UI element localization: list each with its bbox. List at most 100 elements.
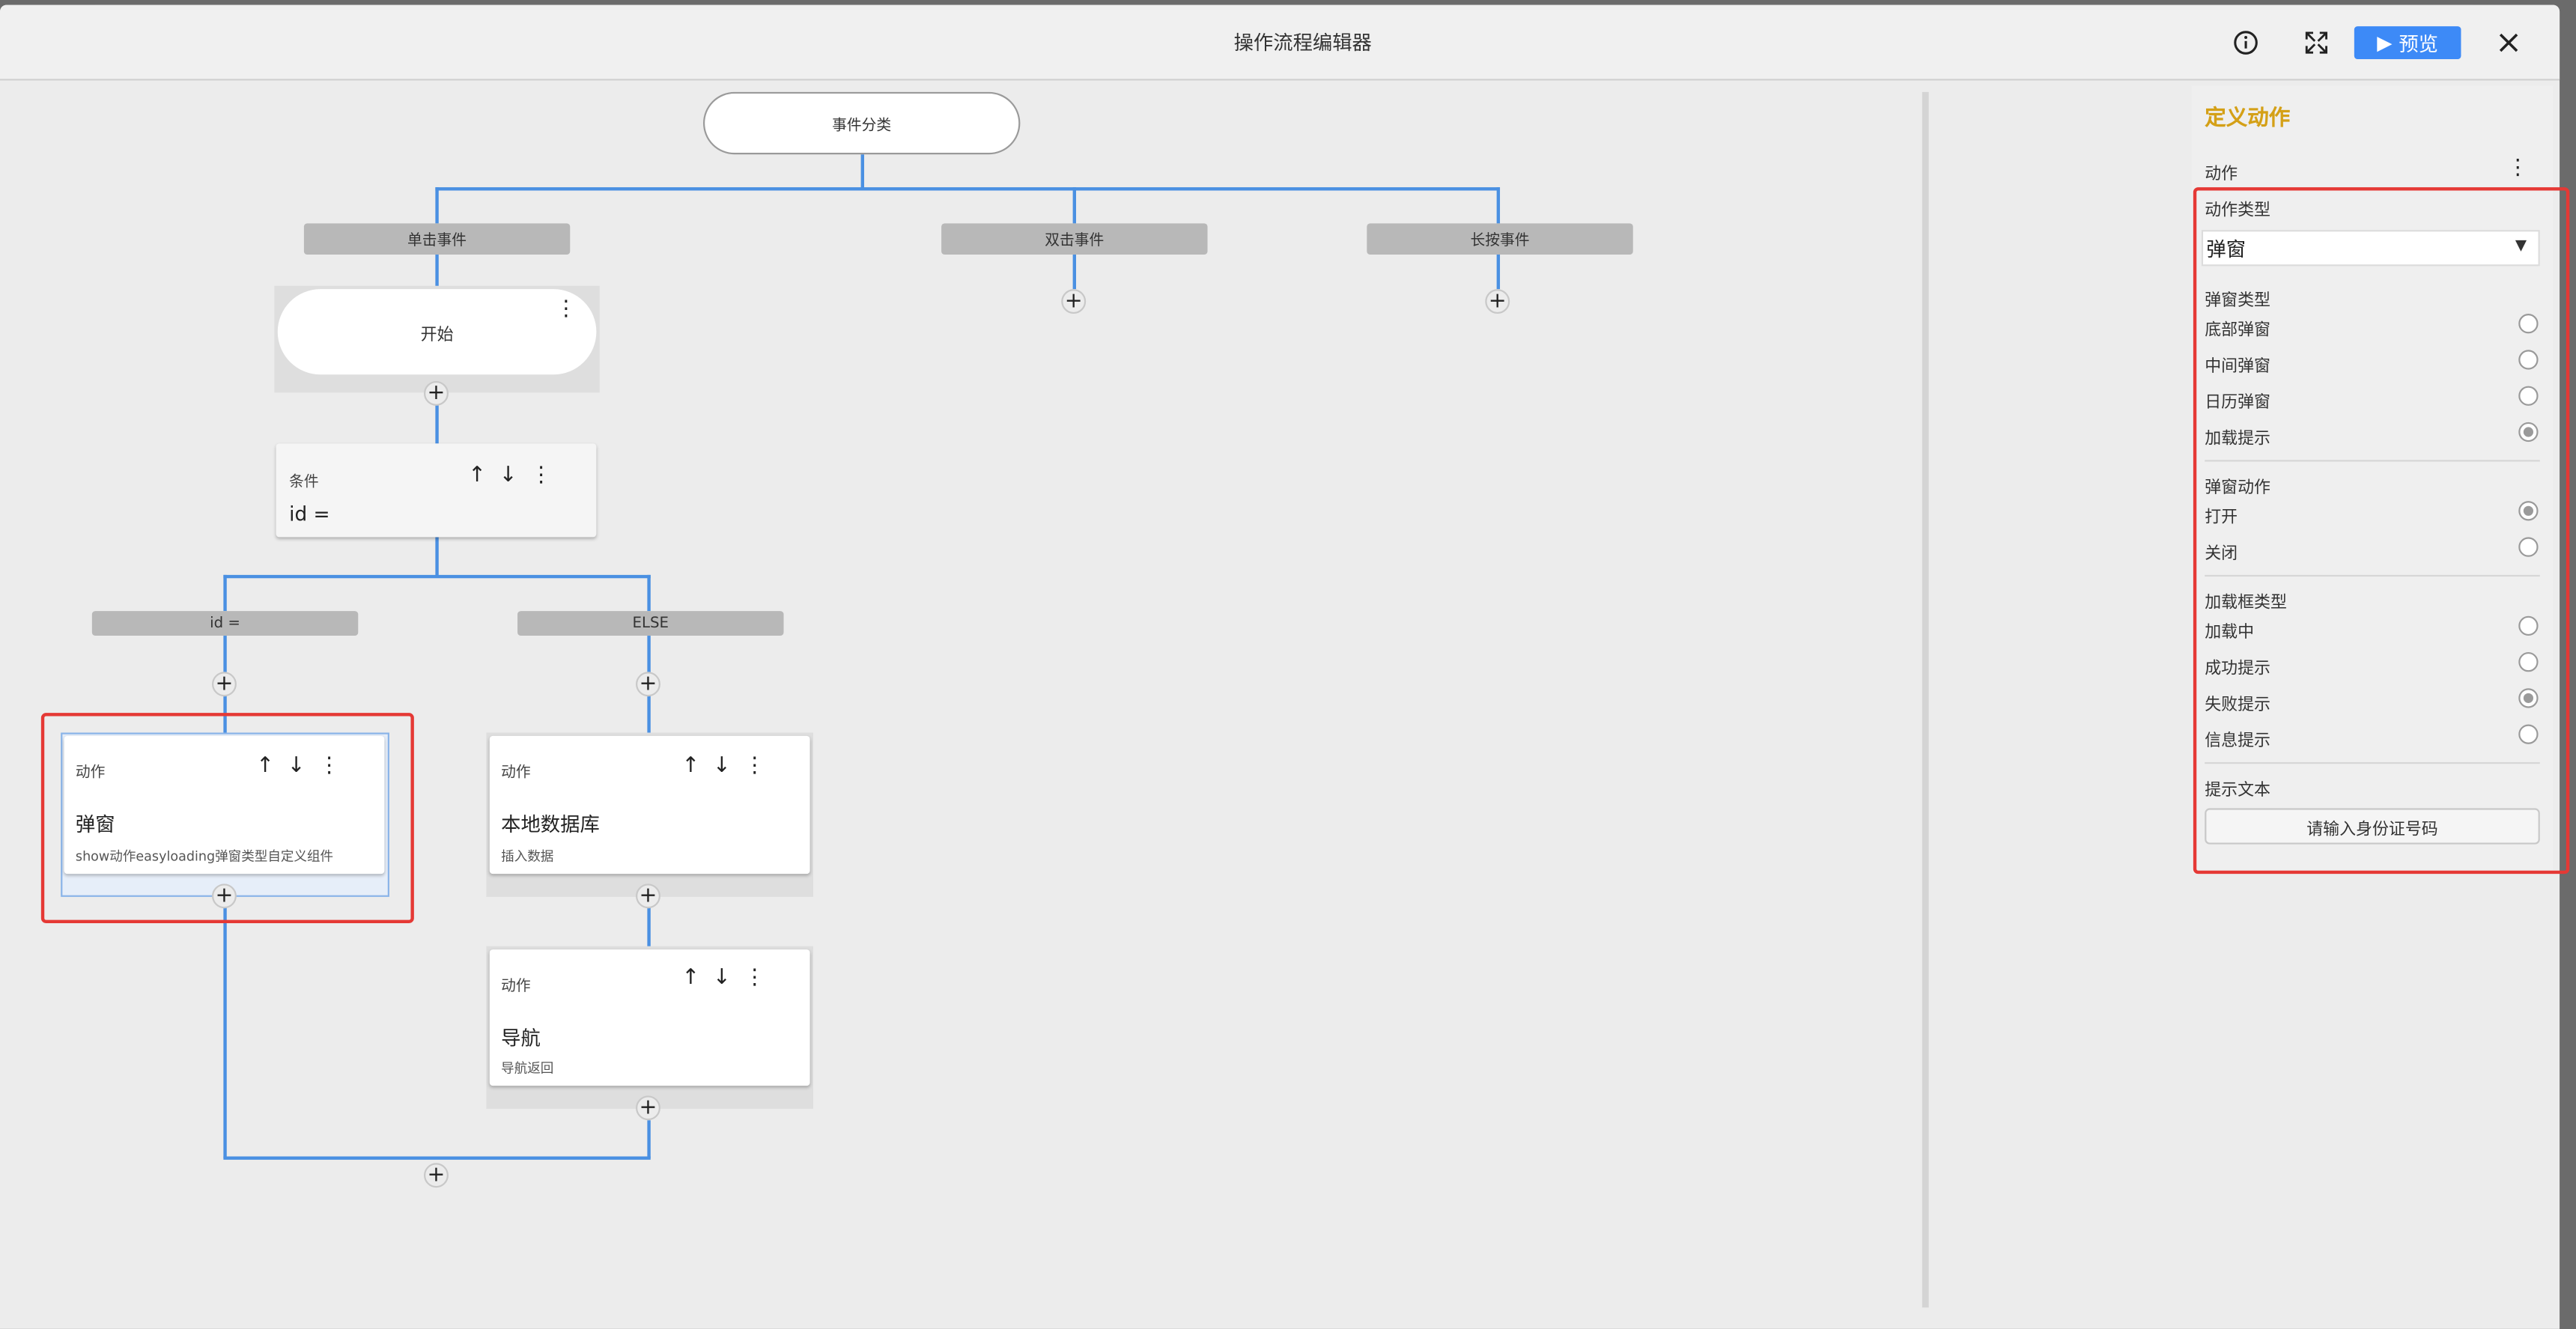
condition-branch-if[interactable]: id = (91, 611, 359, 636)
radio-popup-calendar[interactable] (2518, 386, 2539, 406)
highlight-box (40, 713, 414, 923)
radio-loading[interactable] (2518, 615, 2539, 636)
add-node-button[interactable]: + (636, 672, 660, 697)
move-up-icon[interactable]: ↑ (256, 754, 275, 779)
connector (1496, 252, 1501, 290)
add-node-button[interactable]: + (1061, 289, 1087, 314)
add-node-button[interactable]: + (212, 884, 237, 909)
branch-label: id = (210, 615, 240, 632)
more-icon[interactable]: ⋮ (555, 297, 577, 323)
info-icon[interactable] (2228, 25, 2264, 61)
action-title: 本地数据库 (501, 812, 600, 836)
condition-expression: id = (289, 502, 330, 526)
chevron-down-icon: ▼ (2515, 238, 2527, 255)
move-up-icon[interactable]: ↑ (681, 754, 700, 779)
radio-open[interactable] (2518, 501, 2539, 521)
editor-dialog (0, 4, 2560, 1329)
condition-tools: ↑ ↓ ⋮ (468, 463, 551, 488)
tip-text-input[interactable]: 请输入身份证号码 (2205, 808, 2540, 845)
preview-label: 预览 (2399, 31, 2439, 55)
action-subtitle: show动作easyloading弹窗类型自定义组件 (75, 849, 334, 864)
connector (435, 187, 1501, 191)
connector (1496, 187, 1501, 224)
move-down-icon[interactable]: ↓ (712, 754, 731, 779)
action-label: 动作 (501, 765, 531, 782)
preview-button[interactable]: ▶预览 (2354, 26, 2461, 59)
connector (647, 1120, 651, 1158)
radio-label: 日历弹窗 (2205, 394, 2270, 413)
add-node-button[interactable]: + (636, 884, 660, 909)
panel-splitter[interactable] (1922, 91, 1929, 1308)
connector (435, 187, 439, 224)
connector (860, 154, 864, 189)
tip-text-value: 请输入身份证号码 (2306, 820, 2438, 839)
connector (435, 537, 439, 577)
radio-label: 中间弹窗 (2205, 358, 2270, 377)
move-down-icon[interactable]: ↓ (712, 966, 731, 991)
popup-type-label: 弹窗类型 (2205, 292, 2270, 311)
radio-close[interactable] (2518, 537, 2539, 557)
action-subtitle: 插入数据 (501, 849, 554, 864)
more-icon[interactable]: ⋮ (744, 966, 765, 991)
action-subtitle: 导航返回 (501, 1061, 554, 1077)
add-node-button[interactable]: + (424, 1163, 449, 1188)
connector (223, 574, 227, 612)
move-down-icon[interactable]: ↓ (499, 463, 517, 488)
divider (2205, 761, 2540, 764)
action-title: 导航 (501, 1027, 541, 1050)
action-node-navigation[interactable] (489, 949, 810, 1086)
move-down-icon[interactable]: ↓ (287, 754, 306, 779)
connector (223, 574, 651, 579)
condition-node[interactable] (276, 443, 597, 538)
radio-success[interactable] (2518, 651, 2539, 672)
add-node-button[interactable]: + (424, 380, 449, 406)
connector (435, 252, 439, 290)
more-icon[interactable]: ⋮ (318, 754, 340, 779)
action-tools: ↑ ↓ ⋮ (256, 754, 339, 779)
radio-label: 底部弹窗 (2205, 322, 2270, 341)
fullscreen-icon[interactable] (2298, 25, 2334, 61)
radio-label: 成功提示 (2205, 660, 2270, 679)
radio-popup-center[interactable] (2518, 350, 2539, 370)
panel-title: 定义动作 (2205, 106, 2291, 132)
connector (647, 574, 651, 612)
action-tools: ↑ ↓ ⋮ (681, 966, 765, 991)
condition-branch-else[interactable]: ELSE (517, 611, 784, 636)
branch-long-press[interactable]: 长按事件 (1367, 223, 1633, 255)
radio-label: 打开 (2205, 509, 2238, 528)
action-node-popup[interactable] (64, 735, 385, 875)
start-node-label: 开始 (420, 326, 454, 344)
connector (435, 404, 439, 444)
root-node[interactable]: 事件分类 (702, 91, 1021, 155)
more-icon[interactable]: ⋮ (530, 463, 552, 488)
move-up-icon[interactable]: ↑ (468, 463, 487, 488)
more-icon[interactable]: ⋮ (744, 754, 765, 779)
add-node-button[interactable]: + (1485, 289, 1510, 314)
connector (1072, 187, 1077, 224)
radio-label: 失败提示 (2205, 696, 2270, 715)
add-node-button[interactable]: + (636, 1095, 660, 1121)
branch-label: 长按事件 (1470, 233, 1530, 250)
radio-popup-bottom[interactable] (2518, 314, 2539, 334)
move-up-icon[interactable]: ↑ (681, 966, 700, 991)
add-node-button[interactable]: + (212, 672, 237, 697)
radio-label: 加载提示 (2205, 430, 2270, 448)
divider (2205, 574, 2540, 577)
radio-popup-loading[interactable] (2518, 422, 2539, 443)
start-node[interactable]: 开始 (277, 289, 597, 375)
action-node-local-db[interactable] (489, 735, 810, 875)
branch-double-click[interactable]: 双击事件 (941, 223, 1208, 255)
action-title: 弹窗 (75, 812, 115, 836)
action-type-select[interactable]: 弹窗 (2201, 230, 2540, 267)
action-type-label: 动作类型 (2205, 201, 2270, 220)
action-label: 动作 (501, 979, 531, 996)
radio-info[interactable] (2518, 724, 2539, 744)
title-bar (0, 4, 2560, 81)
close-icon[interactable] (2491, 25, 2527, 61)
connector (223, 907, 227, 1158)
more-icon[interactable]: ⋮ (2506, 156, 2529, 181)
radio-label: 信息提示 (2205, 732, 2270, 751)
radio-failure[interactable] (2518, 688, 2539, 708)
branch-click[interactable]: 单击事件 (303, 223, 571, 255)
condition-label: 条件 (289, 475, 319, 491)
